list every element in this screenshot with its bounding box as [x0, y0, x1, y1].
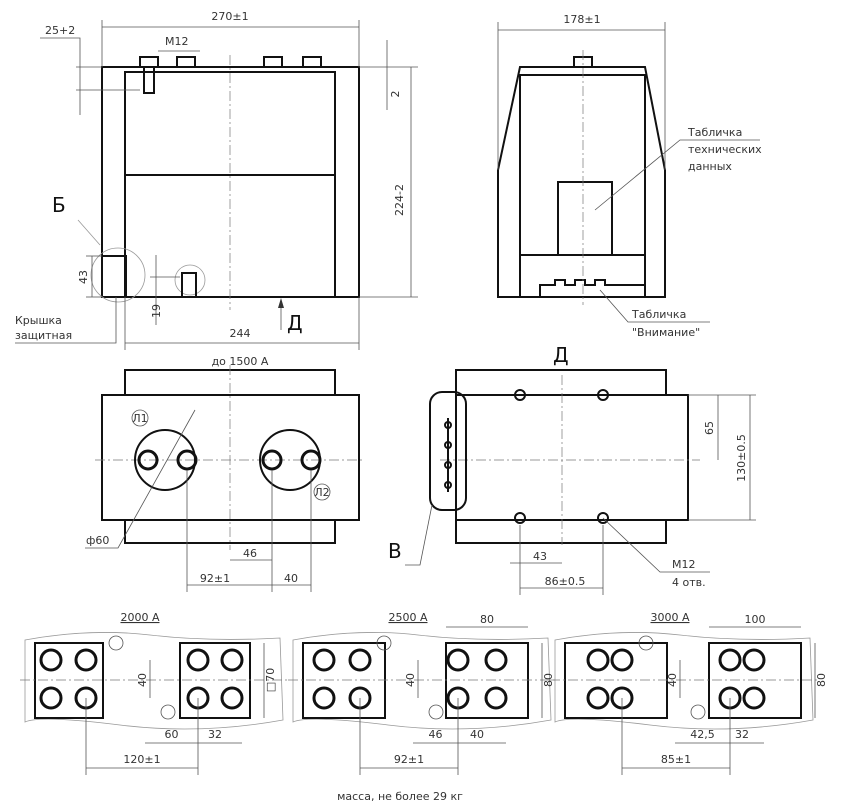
- left-terminal-pad: [302, 642, 386, 719]
- thread-label: M12: [165, 35, 189, 48]
- variant-title: 2000 А: [120, 611, 159, 624]
- mounting-holes: [514, 389, 609, 524]
- bolt-hole: [312, 686, 336, 710]
- terminal-block-contacts: [444, 418, 452, 492]
- dim-side: 80: [542, 673, 555, 687]
- dim-side: □70: [264, 668, 277, 692]
- dim-130: 130±0.5: [735, 434, 748, 482]
- dim-side: 80: [815, 673, 828, 687]
- left-terminal-pad: [34, 642, 104, 719]
- dim-a: 60: [165, 728, 179, 741]
- variant-views: 2000 А 40 □70 60 32 120±1 2500 А 40 80 80 46 40 92±1…: [20, 611, 828, 775]
- view-d-arrow-label: Д: [287, 311, 303, 335]
- bolt-hole: [312, 648, 336, 672]
- dim-c: 120±1: [123, 753, 160, 766]
- bottom-bolt: [181, 272, 197, 298]
- bolt-hole: [220, 648, 244, 672]
- bolt-hole: [586, 648, 610, 672]
- dim-b: 32: [735, 728, 749, 741]
- cap-label-2: защитная: [15, 329, 72, 342]
- side-view: 178±1 Табличка технических данных Таблич…: [497, 13, 762, 339]
- dim-43: 43: [533, 550, 547, 563]
- view-d: Д В 65 130±0.5 43 86±0.5 М12 4 отв.: [388, 343, 756, 595]
- bolt-hole: [39, 648, 63, 672]
- dim-46: 46: [243, 547, 257, 560]
- top-view-title: до 1500 А: [212, 355, 269, 368]
- bolt-hole: [74, 648, 98, 672]
- bolt-hole: [610, 648, 634, 672]
- bolt-hole: [220, 686, 244, 710]
- terminal-block: [429, 391, 467, 511]
- terminal-bolts: [137, 449, 322, 471]
- marker-l2: Л2: [314, 486, 329, 499]
- protective-cap: [101, 255, 127, 298]
- dim-top: 25+2: [45, 24, 75, 37]
- warning-label-2: "Внимание": [632, 326, 700, 339]
- variant-title: 3000 А: [650, 611, 689, 624]
- dim-vertical: 40: [136, 673, 149, 687]
- top-bolts: [139, 56, 322, 94]
- top-view-1500: до 1500 А Л1 Л2 ф60 46 92±1 40: [85, 355, 365, 592]
- front-view: 270±1 224-2 2 25+2 M12 Б 43 19 244 Д Кры…: [15, 10, 418, 350]
- dim-b: 40: [470, 728, 484, 741]
- dim-bolt-height: 19: [150, 304, 163, 318]
- base-terminals: [539, 279, 645, 297]
- detail-v-label: В: [388, 539, 402, 563]
- variant-2: 3000 А 40 80 100 42,5 32 85±1: [550, 611, 828, 775]
- dim-40: 40: [284, 572, 298, 585]
- dim-vertical: 40: [666, 673, 679, 687]
- bolt-hole: [484, 648, 508, 672]
- variant-title: 2500 А: [388, 611, 427, 624]
- dim-a: 46: [429, 728, 443, 741]
- mass-note: масса, не более 29 кг: [337, 790, 463, 803]
- dim-92: 92±1: [200, 572, 230, 585]
- dim-b: 32: [208, 728, 222, 741]
- bolt-hole: [586, 686, 610, 710]
- dim-vertical: 40: [404, 673, 417, 687]
- bottom-bolt-section: [174, 264, 206, 296]
- bolt-hole: [484, 686, 508, 710]
- dim-offset: 2: [389, 91, 402, 98]
- dim-c: 92±1: [394, 753, 424, 766]
- warning-label-1: Табличка: [631, 308, 686, 321]
- dim-diameter: ф60: [86, 534, 109, 547]
- dim-top: 100: [745, 613, 766, 626]
- variant-0: 2000 А 40 □70 60 32 120±1: [20, 611, 290, 775]
- bolt-hole: [742, 648, 766, 672]
- plate-label-1: Табличка: [687, 126, 742, 139]
- dim-height: 224-2: [393, 184, 406, 216]
- detail-b-label: Б: [52, 193, 66, 217]
- bolt-hole: [39, 686, 63, 710]
- detail-b-circle: [90, 247, 146, 303]
- hole-thread: М12: [672, 558, 696, 571]
- plate-label-3: данных: [688, 160, 732, 173]
- plate-label-2: технических: [688, 143, 762, 156]
- right-terminal-pad: [179, 642, 251, 719]
- dim-65: 65: [703, 421, 716, 435]
- cap-label-1: Крышка: [15, 314, 62, 327]
- front-body-outline: [101, 66, 360, 298]
- left-terminal-pad: [564, 642, 668, 719]
- tech-data-plate: [557, 181, 613, 256]
- dim-top: 80: [480, 613, 494, 626]
- dim-86: 86±0.5: [545, 575, 586, 588]
- bolt-hole: [186, 648, 210, 672]
- dim-width: 270±1: [211, 10, 248, 23]
- right-terminal-pad: [445, 642, 529, 719]
- hole-count: 4 отв.: [672, 576, 706, 589]
- dim-base-width: 244: [230, 327, 251, 340]
- bolt-hole: [718, 648, 742, 672]
- bolt-hole: [446, 648, 470, 672]
- marker-l1: Л1: [132, 412, 147, 425]
- variant-1: 2500 А 40 80 80 46 40 92±1: [288, 611, 558, 775]
- dim-a: 42,5: [690, 728, 715, 741]
- dim-c: 85±1: [661, 753, 691, 766]
- right-terminal-pad: [708, 642, 802, 719]
- bolt-hole: [348, 648, 372, 672]
- dim-side-width: 178±1: [563, 13, 600, 26]
- dim-cap-height: 43: [77, 270, 90, 284]
- view-d-title: Д: [553, 343, 569, 367]
- bolt-hole: [742, 686, 766, 710]
